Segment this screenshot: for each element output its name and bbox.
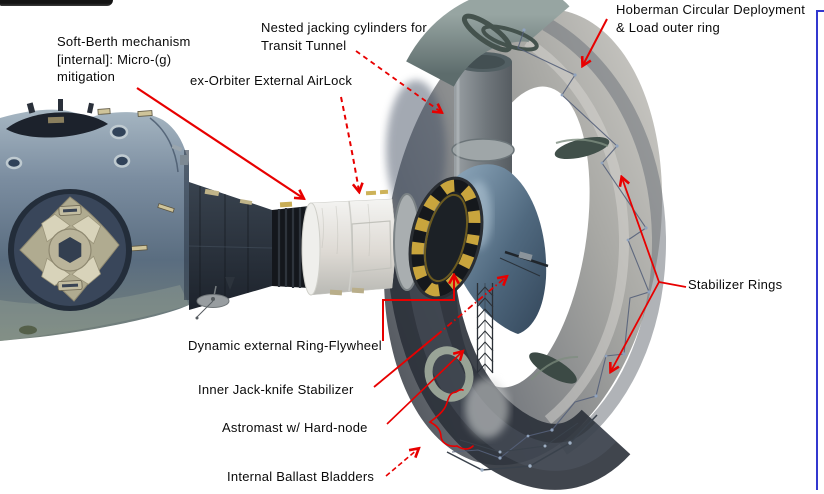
arrow-ex-orbiter [340,96,359,191]
hoberman-deployment-net [446,28,651,472]
label-astromast: Astromast w/ Hard-node [222,420,368,435]
annotation-arrows [136,18,687,477]
arrow-stabilizer-upper [622,178,660,283]
label-ring-flywheel: Dynamic external Ring-Flywheel [188,338,382,353]
label-line: & Load outer ring [616,19,720,35]
arrow-hoberman [583,18,608,65]
docking-adapter-cone [188,182,310,320]
porthole [5,124,131,170]
label-line: mitigation [57,69,116,84]
arrow-jack-knife-dashed [436,277,506,336]
window-border-fragment-horizontal [816,10,824,12]
label-line: Transit Tunnel [261,37,347,53]
label-hoberman: Hoberman Circular Deployment & Load oute… [616,1,805,36]
label-line: Nested jacking cylinders for [261,20,427,35]
label-ex-orbiter: ex-Orbiter External AirLock [190,73,353,88]
ring-flywheel [393,176,484,300]
arrow-jack-knife-solid [373,334,438,388]
crew-module [0,99,189,342]
label-jack-knife: Inner Jack-knife Stabilizer [198,382,354,397]
label-nested-jacking: Nested jacking cylinders for Transit Tun… [261,19,427,54]
arrow-ballast [385,449,418,477]
window-border-fragment-vertical [816,11,818,490]
ring-top-shell [406,0,570,88]
arrow-flywheel [382,276,454,341]
arrow-astromast [386,352,462,425]
label-line: Soft-Berth mechanism [57,34,191,49]
label-soft-berth: Soft-Berth mechanism [internal]: Micro-(… [57,33,191,86]
label-line: Hoberman Circular Deployment [616,2,806,17]
label-ballast: Internal Ballast Bladders [227,469,375,484]
arrow-stabilizer-lower [611,281,660,371]
window-titlebar-fragment [0,0,113,6]
ring-bottom-tube [387,258,631,490]
jack-knife-strut [499,250,549,277]
berthing-hatch [8,189,132,311]
dish-antenna [195,285,230,320]
arrow-stabilizer-stem [658,281,687,288]
label-line: [internal]: Micro-(g) [57,51,172,67]
arrow-soft-berth [136,87,303,198]
ballast-brace [428,388,474,450]
external-airlock [301,189,396,296]
label-stabilizer-rings: Stabilizer Rings [688,277,783,292]
docking-recess [6,112,108,138]
